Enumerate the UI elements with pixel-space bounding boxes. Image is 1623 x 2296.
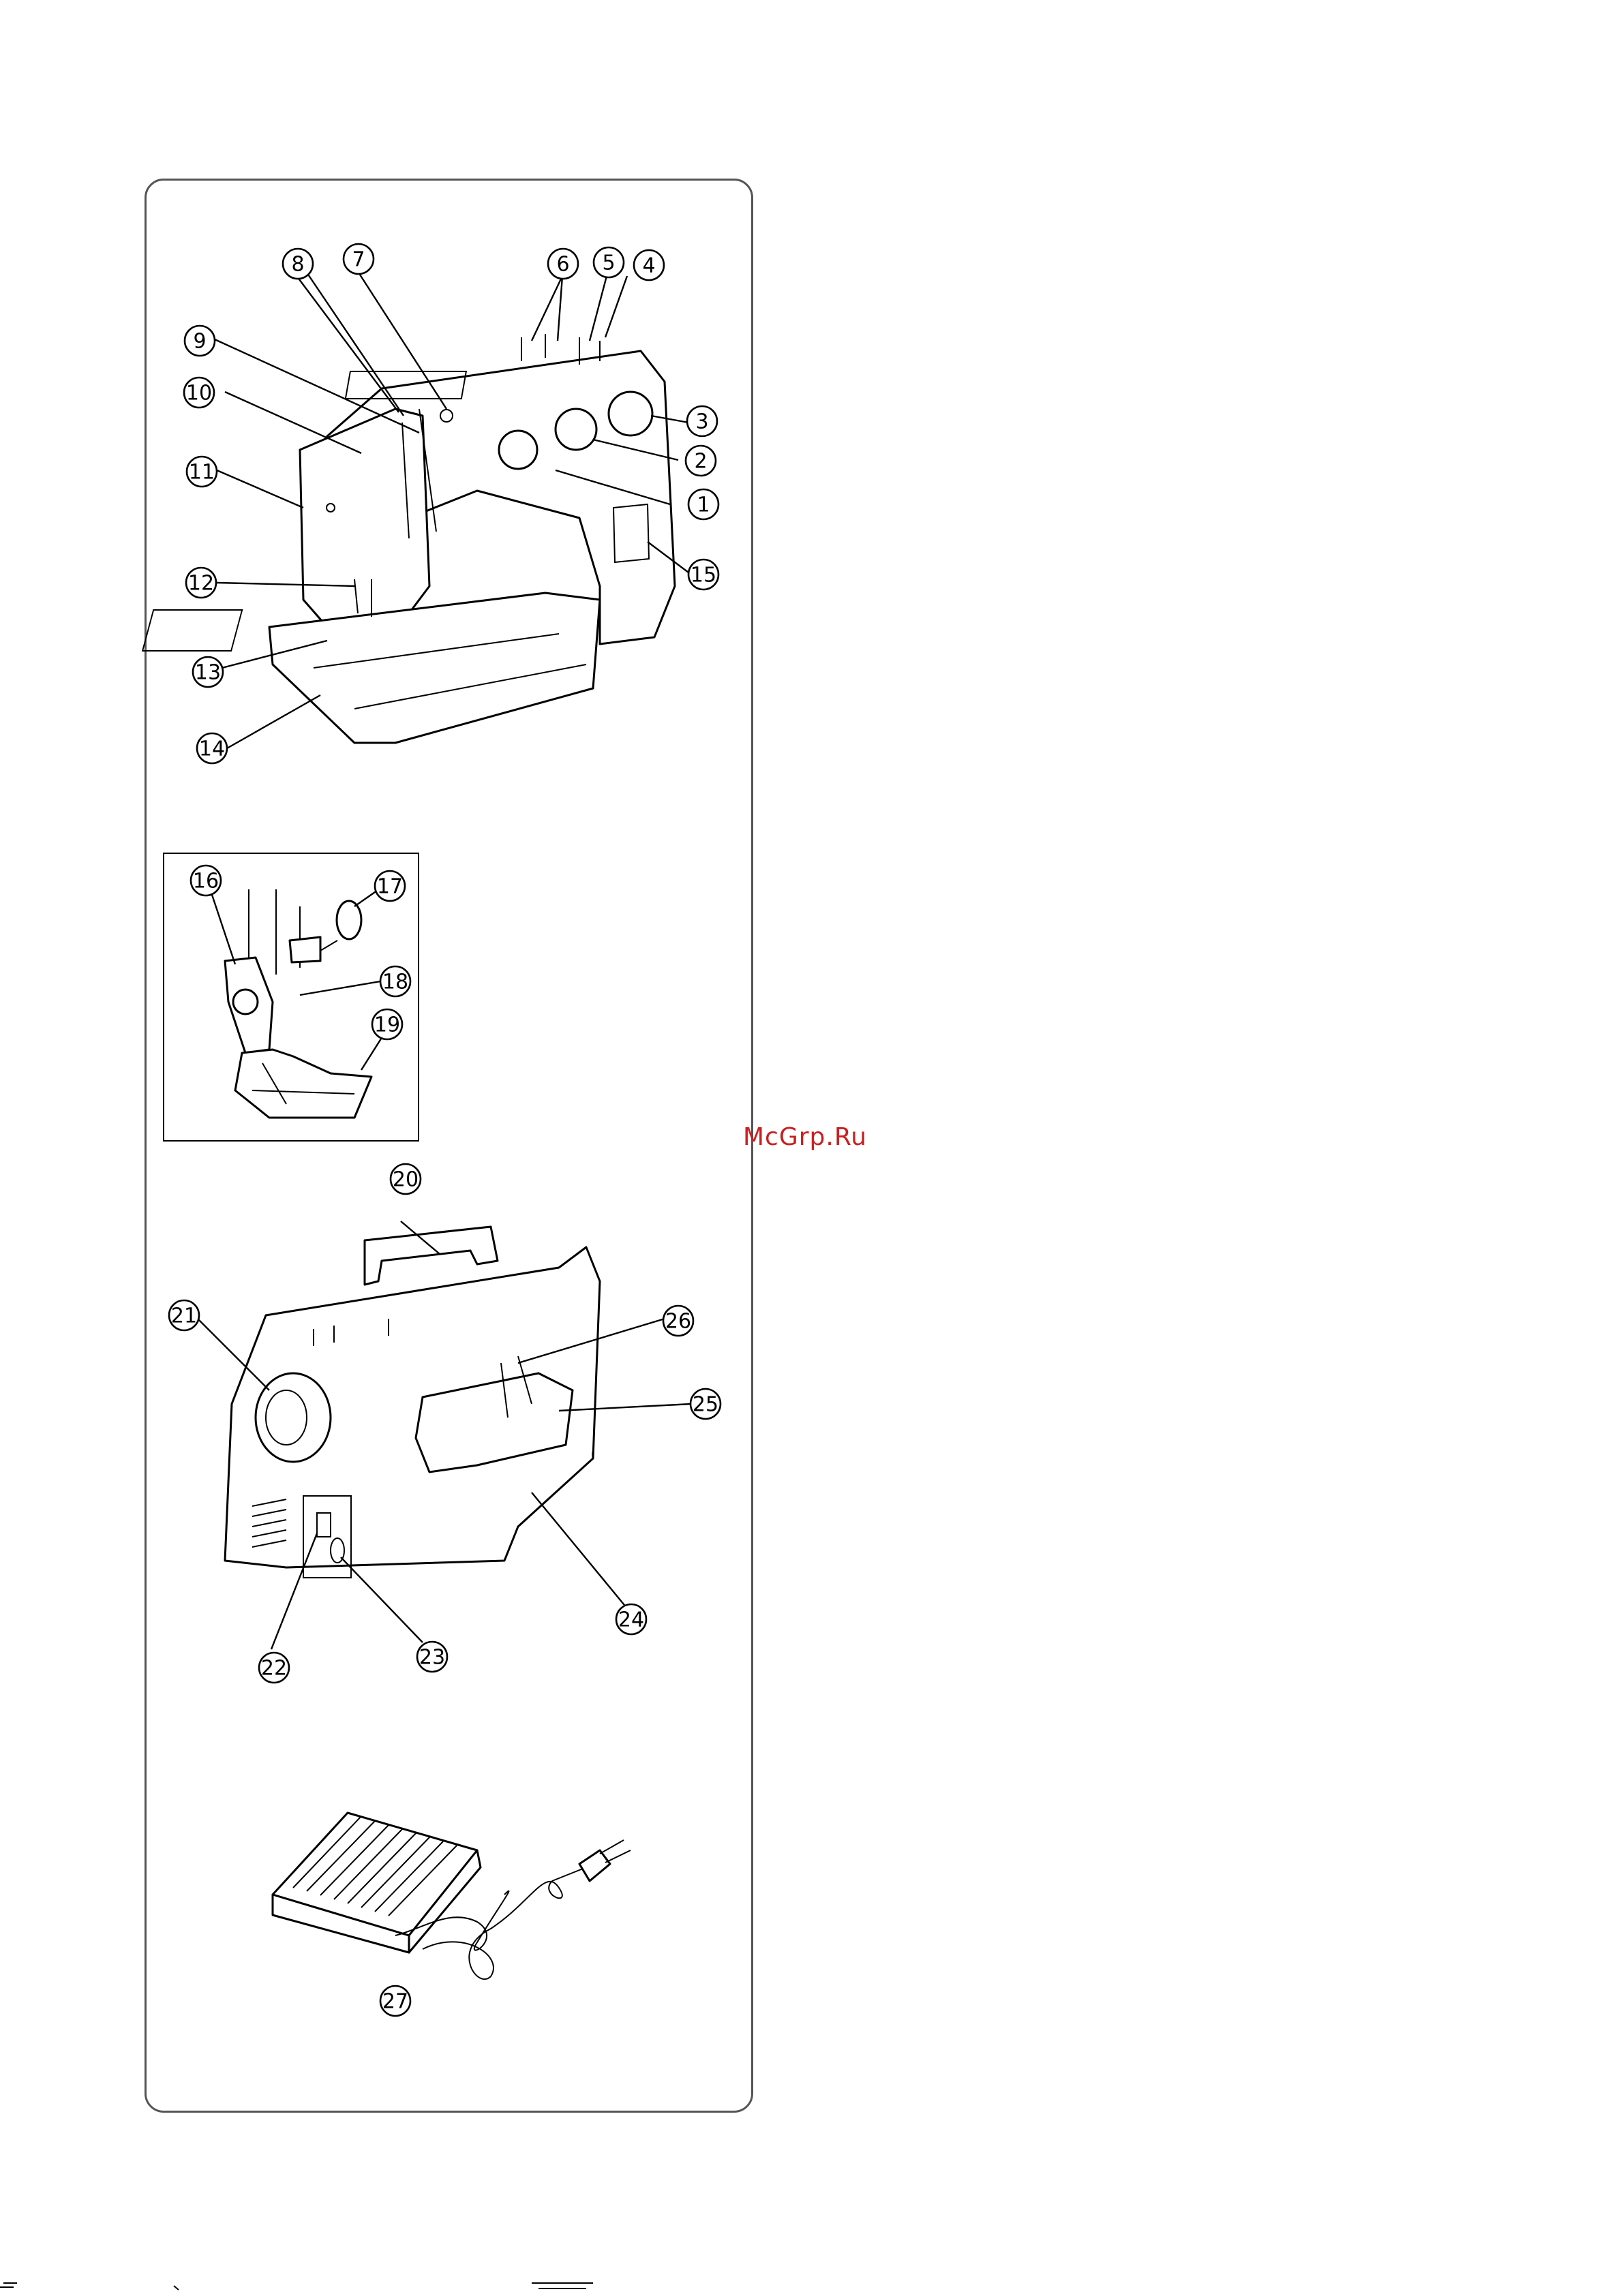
callout-20-text: 20 — [393, 1168, 419, 1192]
callout-16-text: 16 — [193, 870, 219, 893]
callout-4: 4 — [634, 250, 664, 280]
callout-6-text: 6 — [556, 253, 569, 277]
needle-plate — [142, 610, 242, 651]
callout-10: 10 — [184, 378, 214, 408]
callout-21: 21 — [169, 1300, 199, 1330]
callout-22-text: 22 — [261, 1657, 287, 1681]
callout-8-text: 8 — [291, 253, 304, 277]
callout-19: 19 — [372, 1009, 402, 1039]
callout-1: 1 — [688, 489, 718, 519]
callout-26-text: 26 — [665, 1310, 691, 1334]
callout-5-text: 5 — [602, 251, 615, 275]
callout-7-text: 7 — [352, 248, 365, 272]
callout-23-text: 23 — [419, 1646, 445, 1670]
callout-27-text: 27 — [382, 1990, 408, 2014]
callout-12: 12 — [186, 568, 216, 598]
callout-25: 25 — [691, 1389, 721, 1419]
callout-15-text: 15 — [691, 564, 716, 587]
callout-13: 13 — [193, 657, 223, 687]
callout-18-text: 18 — [382, 970, 408, 994]
presser-foot-shoe — [235, 1050, 371, 1118]
callout-1-text: 1 — [697, 493, 710, 517]
face-cover — [300, 409, 429, 627]
callout-15: 15 — [688, 560, 718, 590]
carrying-handle[interactable] — [365, 1227, 498, 1285]
footer-scan-marks — [0, 2274, 1623, 2296]
callout-17-text: 17 — [377, 875, 403, 899]
callout-18: 18 — [380, 966, 410, 996]
dial-3[interactable] — [609, 392, 652, 435]
callout-8: 8 — [283, 249, 313, 279]
callout-12-text: 12 — [188, 572, 214, 596]
machine-front-figure — [142, 334, 675, 743]
callout-5: 5 — [594, 247, 624, 277]
dial-2[interactable] — [556, 409, 596, 450]
watermark-text: McGrp.Ru — [743, 1123, 867, 1151]
callout-7: 7 — [344, 244, 374, 274]
callout-25-text: 25 — [693, 1393, 718, 1417]
callout-3: 3 — [687, 406, 717, 436]
callout-23: 23 — [417, 1642, 447, 1672]
callout-11: 11 — [187, 457, 217, 487]
machine-rear-figure — [198, 1221, 692, 1649]
callout-4-text: 4 — [642, 254, 655, 278]
callout-9-text: 9 — [193, 330, 206, 354]
callout-9: 9 — [185, 326, 215, 356]
callout-16: 16 — [191, 866, 221, 896]
foot-controller-figure — [273, 1813, 631, 1979]
callout-13-text: 13 — [195, 661, 221, 685]
callout-3-text: 3 — [695, 410, 708, 434]
callout-24: 24 — [616, 1604, 646, 1634]
callout-24-text: 24 — [618, 1608, 644, 1632]
power-plug — [579, 1850, 610, 1881]
handwheel[interactable] — [256, 1373, 331, 1462]
callout-26: 26 — [663, 1306, 693, 1336]
callout-11-text: 11 — [189, 461, 215, 485]
callout-6: 6 — [548, 249, 578, 279]
callout-14-text: 14 — [199, 737, 225, 761]
callout-2: 2 — [686, 446, 716, 476]
callout-14: 14 — [197, 733, 227, 763]
callout-10-text: 10 — [186, 382, 212, 405]
callout-27: 27 — [380, 1986, 410, 2016]
dial-1[interactable] — [499, 431, 537, 469]
callout-19-text: 19 — [374, 1013, 400, 1037]
callout-2-text: 2 — [694, 450, 707, 474]
callout-22: 22 — [259, 1653, 289, 1683]
callout-20: 20 — [391, 1164, 421, 1194]
callout-21-text: 21 — [171, 1304, 197, 1328]
callout-17: 17 — [375, 871, 405, 901]
